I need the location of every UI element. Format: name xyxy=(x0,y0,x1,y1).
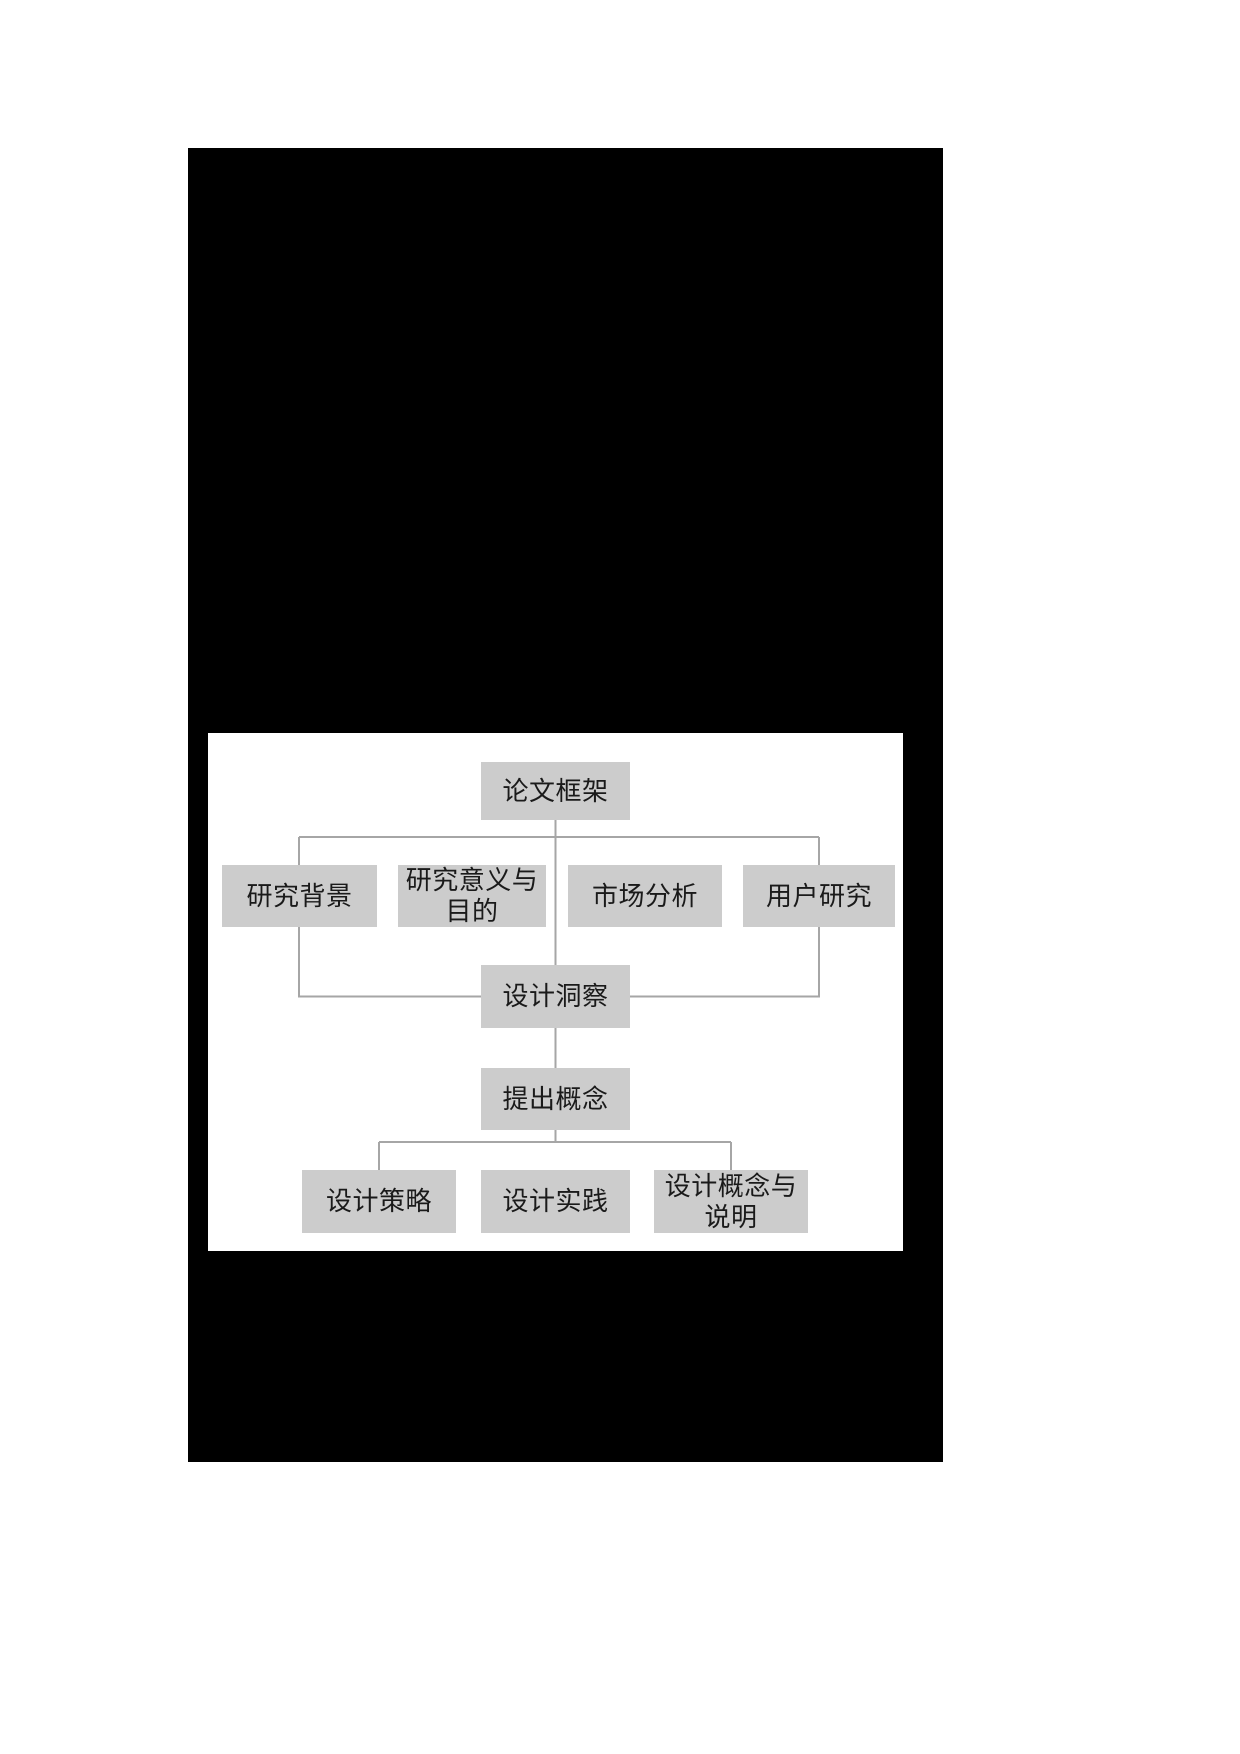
node-design-practice[interactable]: 设计实践 xyxy=(481,1170,630,1233)
node-market-analysis[interactable]: 市场分析 xyxy=(568,865,722,927)
node-research-purpose[interactable]: 研究意义与 目的 xyxy=(398,865,546,927)
diagram-panel: 论文框架 研究背景 研究意义与 目的 市场分析 用户研究 设计洞察 提出概念 设… xyxy=(208,733,903,1251)
node-design-strategy[interactable]: 设计策略 xyxy=(302,1170,456,1233)
node-propose-concept[interactable]: 提出概念 xyxy=(481,1068,630,1130)
edge-bg-insight xyxy=(297,927,481,998)
edge-user-insight xyxy=(630,927,821,998)
node-design-concept-statement[interactable]: 设计概念与 说明 xyxy=(654,1170,808,1233)
node-design-insight[interactable]: 设计洞察 xyxy=(481,965,630,1028)
node-root[interactable]: 论文框架 xyxy=(481,762,630,820)
node-research-background[interactable]: 研究背景 xyxy=(222,865,377,927)
node-user-research[interactable]: 用户研究 xyxy=(743,865,895,927)
